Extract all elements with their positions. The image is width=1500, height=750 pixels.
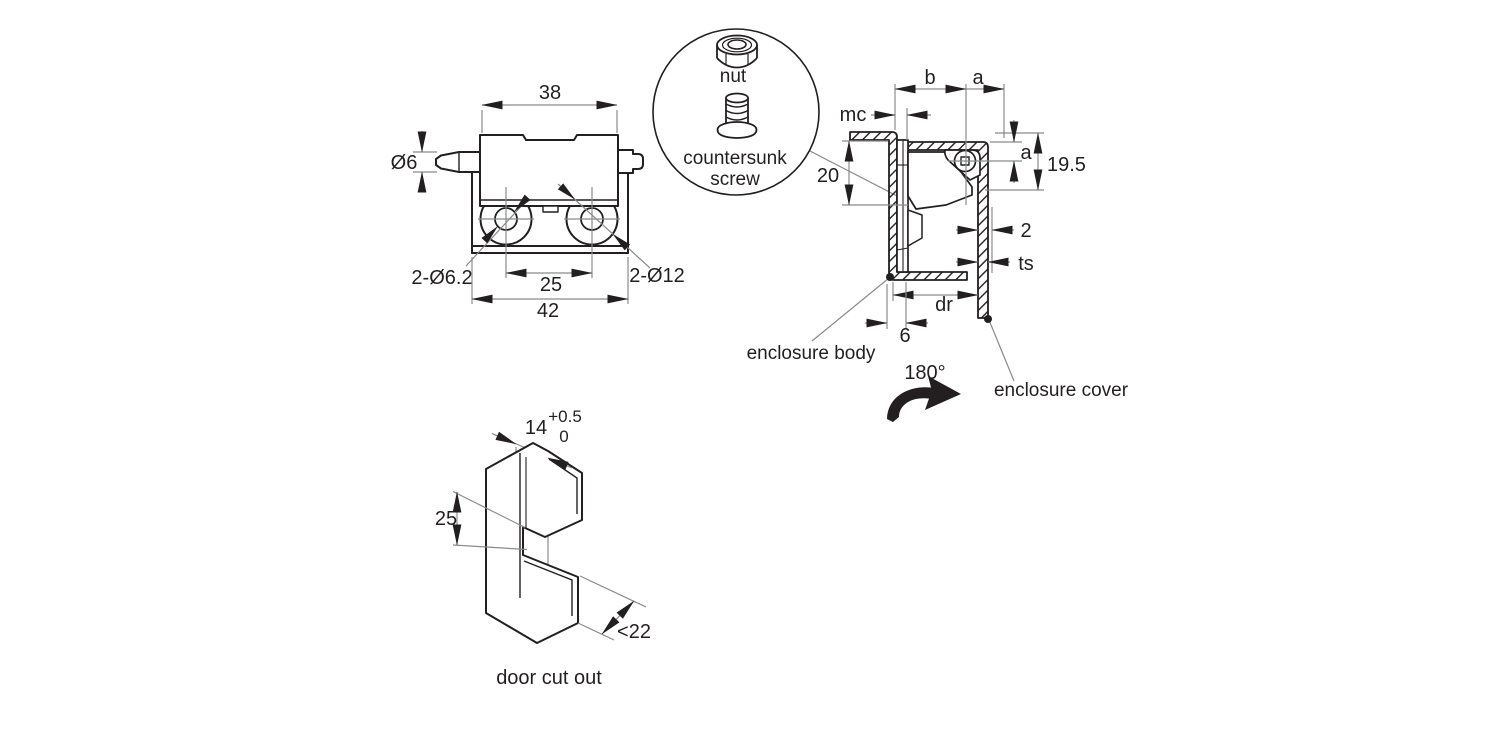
center-notch <box>542 205 559 213</box>
leader-holes-small <box>465 199 528 267</box>
dim-text-tol-plus: +0.5 <box>548 407 582 426</box>
screw-label-line1: countersunk <box>683 148 787 169</box>
dim-text-tol-zero: 0 <box>559 427 568 446</box>
door-cutout-caption: door cut out <box>496 667 602 689</box>
bracket-bottom-bar <box>471 245 629 254</box>
enclosure-body-leader <box>811 277 890 342</box>
dim-text-hole-spacing: 25 <box>540 274 562 296</box>
dim-text-holes-large: 2-Ø12 <box>629 265 685 287</box>
left-pin <box>435 151 481 173</box>
enclosure-cover-label: enclosure cover <box>994 380 1129 401</box>
door-cutout-part <box>485 442 583 644</box>
nut-icon <box>716 34 758 69</box>
dim-text-a-top: a <box>972 67 984 89</box>
dim-text-ts: ts <box>1018 253 1034 275</box>
detail-callout: nut countersunk screw <box>652 28 905 203</box>
enclosure-body-label: enclosure body <box>747 343 876 364</box>
dim-text-cutout-height: 25 <box>435 508 457 530</box>
nut-label: nut <box>720 66 747 87</box>
dim-text-width-overall: 42 <box>537 300 559 322</box>
callout-circle <box>652 28 820 196</box>
dim-text-dr: dr <box>935 294 953 316</box>
dim-text-holes-small: 2-Ø6.2 <box>411 267 472 289</box>
section-view: b a mc 20 a 19.5 2 ts dr <box>747 67 1129 422</box>
dim-line-max-width <box>601 600 635 635</box>
dim-text-max-width: <22 <box>617 621 651 643</box>
dim-text-depth: 20 <box>817 165 839 187</box>
enclosure-cover-leader <box>988 319 1015 382</box>
dim-text-pin-dia: Ø6 <box>391 152 418 174</box>
dim-text-a-right: a <box>1020 142 1032 164</box>
hinge-body <box>479 134 619 207</box>
dim-text-cutout-width: 14 <box>525 417 547 439</box>
hinge-mechanism-section <box>896 139 981 273</box>
right-pin <box>617 149 644 174</box>
rotation-arrow-icon <box>887 376 961 422</box>
front-view: 38 Ø6 2-Ø6.2 2-Ø12 25 42 <box>391 82 685 322</box>
dim-text-height: 19.5 <box>1047 154 1086 176</box>
callout-leader <box>809 150 902 199</box>
countersunk-screw-icon <box>716 92 758 139</box>
dim-text-lip: 6 <box>899 325 910 347</box>
screw-label-line2: screw <box>710 169 760 190</box>
dim-text-gap: 2 <box>1020 220 1031 242</box>
door-cutout-view: 14 +0.5 0 25 <22 door cut out <box>435 407 651 689</box>
rotation-angle-label: 180° <box>904 362 945 384</box>
dim-text-b: b <box>924 67 935 89</box>
dim-text-38: 38 <box>539 82 561 104</box>
dim-text-mc: mc <box>840 104 867 126</box>
